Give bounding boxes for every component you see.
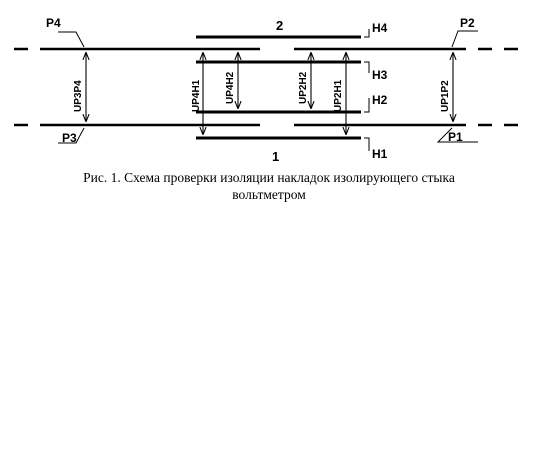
label-h3: H3 xyxy=(372,68,388,82)
label-u-p4h2: UP4H2 xyxy=(225,71,236,104)
label-h1: H1 xyxy=(372,147,388,161)
label-u-p3p4: UP3P4 xyxy=(73,80,84,112)
label-h2: H2 xyxy=(372,93,388,107)
label-p2: P2 xyxy=(460,16,475,30)
label-u-p2h1: UP2H1 xyxy=(333,79,344,112)
label-u-p2h2: UP2H2 xyxy=(298,71,309,104)
label-u-p4h1: UP4H1 xyxy=(191,79,202,112)
label-p3: P3 xyxy=(62,131,77,145)
label-u-p1p2: UP1P2 xyxy=(440,80,451,112)
label-p1: P1 xyxy=(448,130,463,144)
caption-line-1: Рис. 1. Схема проверки изоляции накладок… xyxy=(83,170,455,185)
rail-number-top: 2 xyxy=(276,18,283,33)
rail-number-bottom: 1 xyxy=(272,149,279,164)
label-p4: P4 xyxy=(46,16,61,30)
leader-lines xyxy=(58,29,478,151)
label-h4: H4 xyxy=(372,21,388,35)
caption-line-2: вольтметром xyxy=(232,187,306,202)
